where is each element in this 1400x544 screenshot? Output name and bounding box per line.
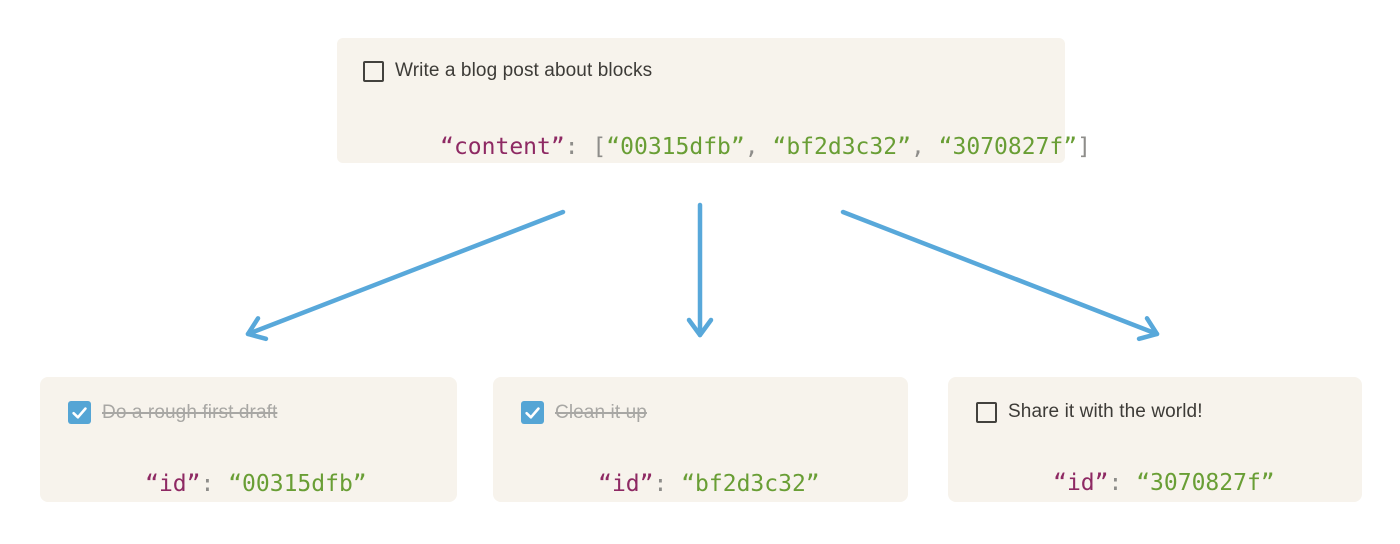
code-open-bracket: [: [592, 134, 607, 160]
child-task-label: Do a rough first draft: [102, 401, 278, 423]
code-string-value: “3070827f”: [1136, 470, 1275, 496]
child-code-line: “id”: “00315dfb”: [62, 439, 429, 529]
code-key: “content”: [440, 134, 565, 160]
child-task-label: Share it with the world!: [1008, 401, 1203, 422]
code-key: “id”: [1053, 470, 1109, 496]
parent-block-card: Write a blog post about blocks “content”…: [337, 38, 1091, 163]
child-block-card-2: Clean it up “id”: “bf2d3c32”: [493, 377, 908, 502]
checkbox-unchecked-icon[interactable]: [363, 60, 384, 82]
code-string-value: “bf2d3c32”: [681, 471, 820, 497]
code-key: “id”: [145, 471, 201, 497]
parent-code-line: “content”: [“00315dfb”, “bf2d3c32”, “307…: [357, 102, 1091, 192]
parent-task-row: Write a blog post about blocks: [363, 60, 1039, 82]
child-task-row: Do a rough first draft: [68, 401, 429, 424]
code-string-value: “3070827f”: [938, 134, 1078, 160]
child-block-card-3: Share it with the world! “id”: “3070827f…: [948, 377, 1362, 502]
code-colon: :: [200, 471, 229, 497]
checkbox-checked-icon[interactable]: [68, 401, 91, 424]
code-string-value: “bf2d3c32”: [772, 134, 911, 160]
child-block-card-1: Do a rough first draft “id”: “00315dfb”: [40, 377, 457, 502]
code-colon: :: [1108, 470, 1137, 496]
child-task-row: Share it with the world!: [976, 401, 1334, 423]
code-comma: ,: [744, 134, 773, 160]
child-task-label: Clean it up: [555, 401, 647, 423]
code-colon: :: [564, 134, 593, 160]
checkbox-checked-icon[interactable]: [521, 401, 544, 424]
code-colon: :: [653, 471, 682, 497]
child-code-line: “id”: “3070827f”: [970, 438, 1334, 528]
parent-task-label: Write a blog post about blocks: [395, 60, 653, 81]
child-task-row: Clean it up: [521, 401, 880, 424]
checkbox-unchecked-icon[interactable]: [976, 401, 997, 423]
code-comma: ,: [910, 134, 939, 160]
arrow-to-child-1-icon: [245, 209, 566, 342]
code-string-value: “00315dfb”: [228, 471, 367, 497]
code-close-bracket: ]: [1077, 134, 1091, 160]
code-key: “id”: [598, 471, 654, 497]
code-string-value: “00315dfb”: [606, 134, 745, 160]
arrow-to-child-3-icon: [840, 209, 1160, 342]
child-code-line: “id”: “bf2d3c32”: [515, 439, 880, 529]
